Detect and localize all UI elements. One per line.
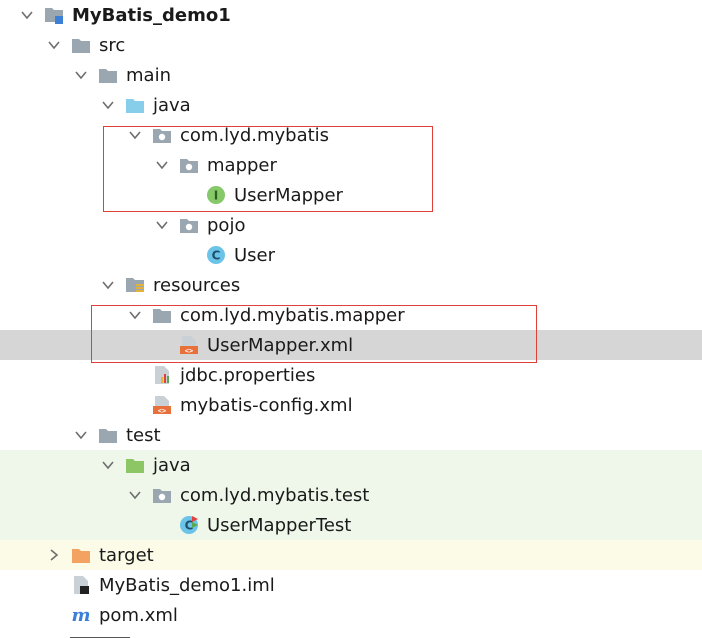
folder-icon: [71, 35, 91, 55]
chevron-down-icon[interactable]: [128, 488, 142, 502]
tree-row-interface-usermapper[interactable]: I UserMapper: [0, 180, 702, 210]
tree-row-label: com.lyd.mybatis.test: [180, 484, 370, 506]
tree-row-label: UserMapper.xml: [207, 334, 354, 356]
folder-icon: [98, 425, 118, 445]
tree-row-folder-test-java[interactable]: java: [0, 450, 702, 480]
chevron-down-icon[interactable]: [74, 428, 88, 442]
tree-row-folder-java[interactable]: java: [0, 90, 702, 120]
tree-row-folder-test[interactable]: test: [0, 420, 702, 450]
xml-file-icon: <>: [152, 395, 172, 415]
tree-row-label: UserMapperTest: [207, 514, 352, 536]
package-icon: [152, 125, 172, 145]
tree-row-label: UserMapper: [234, 184, 343, 206]
tree-row-class-user[interactable]: C User: [0, 240, 702, 270]
package-icon: [179, 155, 199, 175]
tree-row-label: src: [99, 34, 126, 56]
chevron-down-icon[interactable]: [155, 158, 169, 172]
tree-row-label: jdbc.properties: [180, 364, 316, 386]
tree-row-label: target: [99, 544, 154, 566]
tree-row-label: User: [234, 244, 276, 266]
tree-row-label: mybatis-config.xml: [180, 394, 353, 416]
tree-row-file-jdbc-properties[interactable]: jdbc.properties: [0, 360, 702, 390]
source-folder-icon: [125, 95, 145, 115]
tree-row-label: com.lyd.mybatis.mapper: [180, 304, 405, 326]
tree-row-label: java: [153, 454, 191, 476]
project-folder-icon: [44, 5, 64, 25]
chevron-down-icon[interactable]: [47, 38, 61, 52]
folder-icon: [152, 305, 172, 325]
tree-row-label: MyBatis_demo1: [72, 4, 231, 26]
tree-row-label: test: [126, 424, 161, 446]
chevron-right-icon[interactable]: [47, 548, 61, 562]
chevron-down-icon[interactable]: [128, 308, 142, 322]
tree-row-label: java: [153, 94, 191, 116]
tree-row-class-usermappertest[interactable]: C UserMapperTest: [0, 510, 702, 540]
tree-row-folder-target[interactable]: target: [0, 540, 702, 570]
tree-row-folder-com-lyd-mybatis-mapper[interactable]: com.lyd.mybatis.mapper: [0, 300, 702, 330]
iml-file-icon: [71, 575, 91, 595]
xml-file-icon: <>: [179, 335, 199, 355]
tree-row-label: resources: [153, 274, 241, 296]
tree-row-package-mapper[interactable]: mapper: [0, 150, 702, 180]
svg-text:C: C: [212, 249, 221, 263]
resources-folder-icon: [125, 275, 145, 295]
svg-text:m: m: [71, 605, 90, 625]
tree-row-file-mybatis-config-xml[interactable]: <> mybatis-config.xml: [0, 390, 702, 420]
tree-row-folder-main[interactable]: main: [0, 60, 702, 90]
tree-row-label: pojo: [207, 214, 246, 236]
tree-row-folder-src[interactable]: src: [0, 30, 702, 60]
chevron-down-icon[interactable]: [128, 128, 142, 142]
test-source-folder-icon: [125, 455, 145, 475]
svg-text:I: I: [214, 189, 218, 203]
tree-row-folder-resources[interactable]: resources: [0, 270, 702, 300]
package-icon: [152, 485, 172, 505]
chevron-down-icon[interactable]: [101, 278, 115, 292]
interface-icon: I: [206, 185, 226, 205]
chevron-down-icon[interactable]: [101, 458, 115, 472]
next-row-partial: [0, 628, 702, 638]
svg-text:<>: <>: [158, 407, 166, 415]
excluded-folder-icon: [71, 545, 91, 565]
tree-row-label: MyBatis_demo1.iml: [99, 574, 275, 596]
tree-row-file-mybatis-demo1-iml[interactable]: MyBatis_demo1.iml: [0, 570, 702, 600]
properties-file-icon: [152, 365, 172, 385]
tree-row-label: main: [126, 64, 171, 86]
chevron-down-icon[interactable]: [20, 8, 34, 22]
tree-row-file-pom-xml[interactable]: m pom.xml: [0, 600, 702, 630]
svg-text:<>: <>: [185, 347, 193, 355]
svg-text:C: C: [185, 519, 194, 533]
tree-row-label: com.lyd.mybatis: [180, 124, 330, 146]
tree-row-package-com-lyd-mybatis[interactable]: com.lyd.mybatis: [0, 120, 702, 150]
chevron-down-icon[interactable]: [155, 218, 169, 232]
tree-row-label: mapper: [207, 154, 277, 176]
chevron-down-icon[interactable]: [101, 98, 115, 112]
class-icon: C: [206, 245, 226, 265]
folder-icon: [98, 65, 118, 85]
tree-row-label: pom.xml: [99, 604, 178, 626]
tree-row-package-pojo[interactable]: pojo: [0, 210, 702, 240]
maven-file-icon: m: [71, 605, 91, 625]
highlight-box-resource-mapper: [91, 305, 537, 363]
package-icon: [179, 215, 199, 235]
tree-row-package-com-lyd-mybatis-test[interactable]: com.lyd.mybatis.test: [0, 480, 702, 510]
test-class-icon: C: [179, 515, 199, 535]
tree-row-project-root[interactable]: MyBatis_demo1: [0, 0, 702, 30]
chevron-down-icon[interactable]: [74, 68, 88, 82]
highlight-box-java-packages: [103, 126, 433, 212]
tree-row-file-usermapper-xml[interactable]: <> UserMapper.xml: [0, 330, 702, 360]
